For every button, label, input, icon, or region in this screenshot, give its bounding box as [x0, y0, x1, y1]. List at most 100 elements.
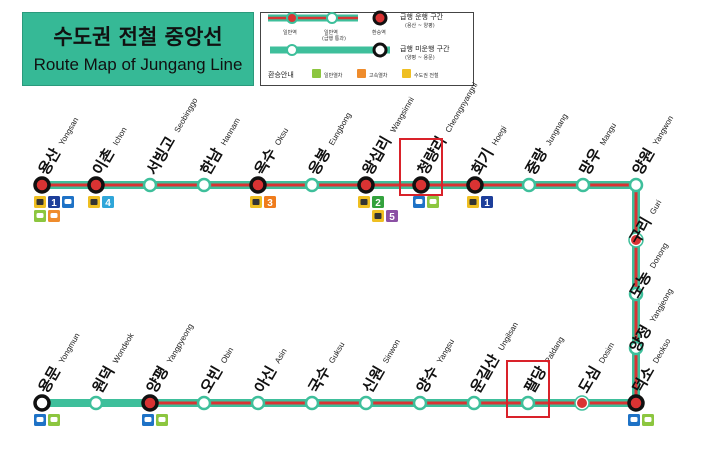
- legend-regular-train-icon: [312, 69, 321, 78]
- line-1-badge: [48, 196, 60, 208]
- station-name-ko-jungnang: 중랑: [522, 145, 551, 178]
- line-5-badge: [386, 210, 398, 222]
- title-korean: 수도권 전철 중앙선: [53, 25, 223, 49]
- legend-normal-station-label: 일반역: [283, 29, 297, 36]
- station-name-ko-yongmun: 용문: [35, 363, 64, 396]
- legend-non-express-section-note: (양평 ~ 용문): [405, 54, 435, 61]
- station-marker-wangsimni: [357, 176, 375, 194]
- station-name-en-guri: Guri: [648, 198, 663, 216]
- title-box: 수도권 전철 중앙선 Route Map of Jungang Line: [22, 12, 254, 86]
- station-marker-yangjeong: [628, 340, 644, 356]
- legend-metro-label: 수도권 전철: [414, 72, 439, 79]
- station-name-en-asin: Asin: [273, 347, 289, 365]
- station-marker-dosim: [575, 396, 589, 410]
- station-name-ko-sinwon: 신원: [359, 363, 388, 396]
- station-marker-yongsan: [33, 176, 51, 194]
- station-marker-paldang: [520, 395, 536, 411]
- station-marker-yangsu: [412, 395, 428, 411]
- station-name-en-hannam: Hannam: [219, 116, 242, 147]
- station-name-ko-eungbong: 응봉: [305, 145, 334, 178]
- station-name-en-guksu: Guksu: [327, 341, 346, 366]
- station-name-en-mangu: Mangu: [598, 121, 618, 147]
- station-marker-wondeok: [88, 395, 104, 411]
- station-name-ko-guksu: 국수: [305, 363, 334, 396]
- legend-non-express-section-label: 급행 미운행 구간: [400, 44, 450, 53]
- station-marker-guri: [629, 233, 643, 247]
- legend-transfer-info-label: 환승안내: [268, 70, 294, 79]
- station-marker-yangwon: [628, 177, 644, 193]
- legend-express-section-note: (용산 ~ 양평): [405, 22, 435, 29]
- station-name-en-ungilsan: Ungilsan: [497, 321, 520, 352]
- line-number-5: 5: [389, 212, 395, 223]
- station-name-en-oksu: Oksu: [273, 126, 290, 147]
- station-name-en-yongsan: Yongsan: [57, 116, 80, 147]
- station-name-en-jungnang: Jungnang: [544, 112, 569, 147]
- station-name-ko-asin: 아신: [251, 363, 280, 396]
- legend-regular-train-label: 일반열차: [324, 72, 343, 79]
- station-name-ko-yangwon: 양원: [629, 145, 658, 178]
- station-marker-mangu: [575, 177, 591, 193]
- station-name-ko-ungilsan: 운길산: [467, 351, 503, 396]
- station-marker-jungnang: [521, 177, 537, 193]
- station-name-en-yangpyeong: Yangpyeong: [165, 322, 195, 365]
- legend-text: 급행 운행 구간 (용산 ~ 양평) 일반역 일반역 (급행 통과) 환승역 급…: [268, 12, 450, 79]
- station-marker-yongmun: [33, 394, 51, 412]
- line-1-badge: [481, 196, 493, 208]
- station-name-ko-hannam: 한남: [197, 145, 226, 178]
- station-marker-deokso: [627, 394, 645, 412]
- station-marker-obin: [196, 395, 212, 411]
- station-marker-eungbong: [304, 177, 320, 193]
- station-name-en-yangsu: Yangsu: [435, 338, 456, 365]
- station-marker-hoegi: [466, 176, 484, 194]
- station-name-en-cheongnyangni: Cheongnyangni: [444, 81, 480, 134]
- station-name-ko-yangpyeong: 양평: [143, 363, 172, 396]
- station-name-ko-hoegi: 회기: [468, 145, 497, 178]
- station-name-en-yangwon: Yangwon: [651, 114, 675, 147]
- station-name-en-wangsimni: Wangsimni: [389, 95, 417, 134]
- station-name-en-obin: Obin: [219, 346, 235, 365]
- station-name-ko-wangsimni: 왕십리: [359, 133, 395, 178]
- legend-non-express-transfer-icon: [372, 42, 388, 58]
- line-number-4: 4: [105, 198, 111, 209]
- line-4-badge: [102, 196, 114, 208]
- legend-express-section-label: 급행 운행 구간: [400, 12, 444, 21]
- station-name-en-sinwon: Sinwon: [381, 338, 402, 365]
- station-name-en-hoegi: Hoegi: [490, 124, 508, 147]
- station-name-en-deokso: Deokso: [651, 337, 673, 365]
- legend-express-station-icon: [326, 12, 338, 24]
- station-marker-yangpyeong: [141, 394, 159, 412]
- station-name-ko-ichon: 이촌: [89, 145, 118, 178]
- legend-ktx-icon: [357, 69, 366, 78]
- station-marker-cheongnyangni: [412, 176, 430, 194]
- legend-ktx-label: 고속열차: [369, 72, 388, 79]
- station-name-en-eungbong: Eungbong: [327, 111, 353, 147]
- station-name-ko-seobinggo: 서빙고: [143, 133, 179, 178]
- line-2-badge: [372, 196, 384, 208]
- station-marker-donong: [628, 286, 644, 302]
- station-marker-ichon: [87, 176, 105, 194]
- station-name-en-dosim: Dosim: [597, 341, 616, 365]
- highlight-box-cheongnyangni: [399, 138, 443, 196]
- station-name-ko-yangsu: 양수: [413, 363, 442, 396]
- station-name-en-yangjeong: Yangjeong: [648, 287, 675, 324]
- line-number-2: 2: [375, 198, 381, 209]
- stations-layer: 용산Yongsan1이촌Ichon4서빙고Seobinggo한남Hannam옥수…: [33, 81, 675, 426]
- station-name-ko-dosim: 도심: [575, 363, 604, 396]
- station-marker-hannam: [196, 177, 212, 193]
- line-3-badge: [264, 196, 276, 208]
